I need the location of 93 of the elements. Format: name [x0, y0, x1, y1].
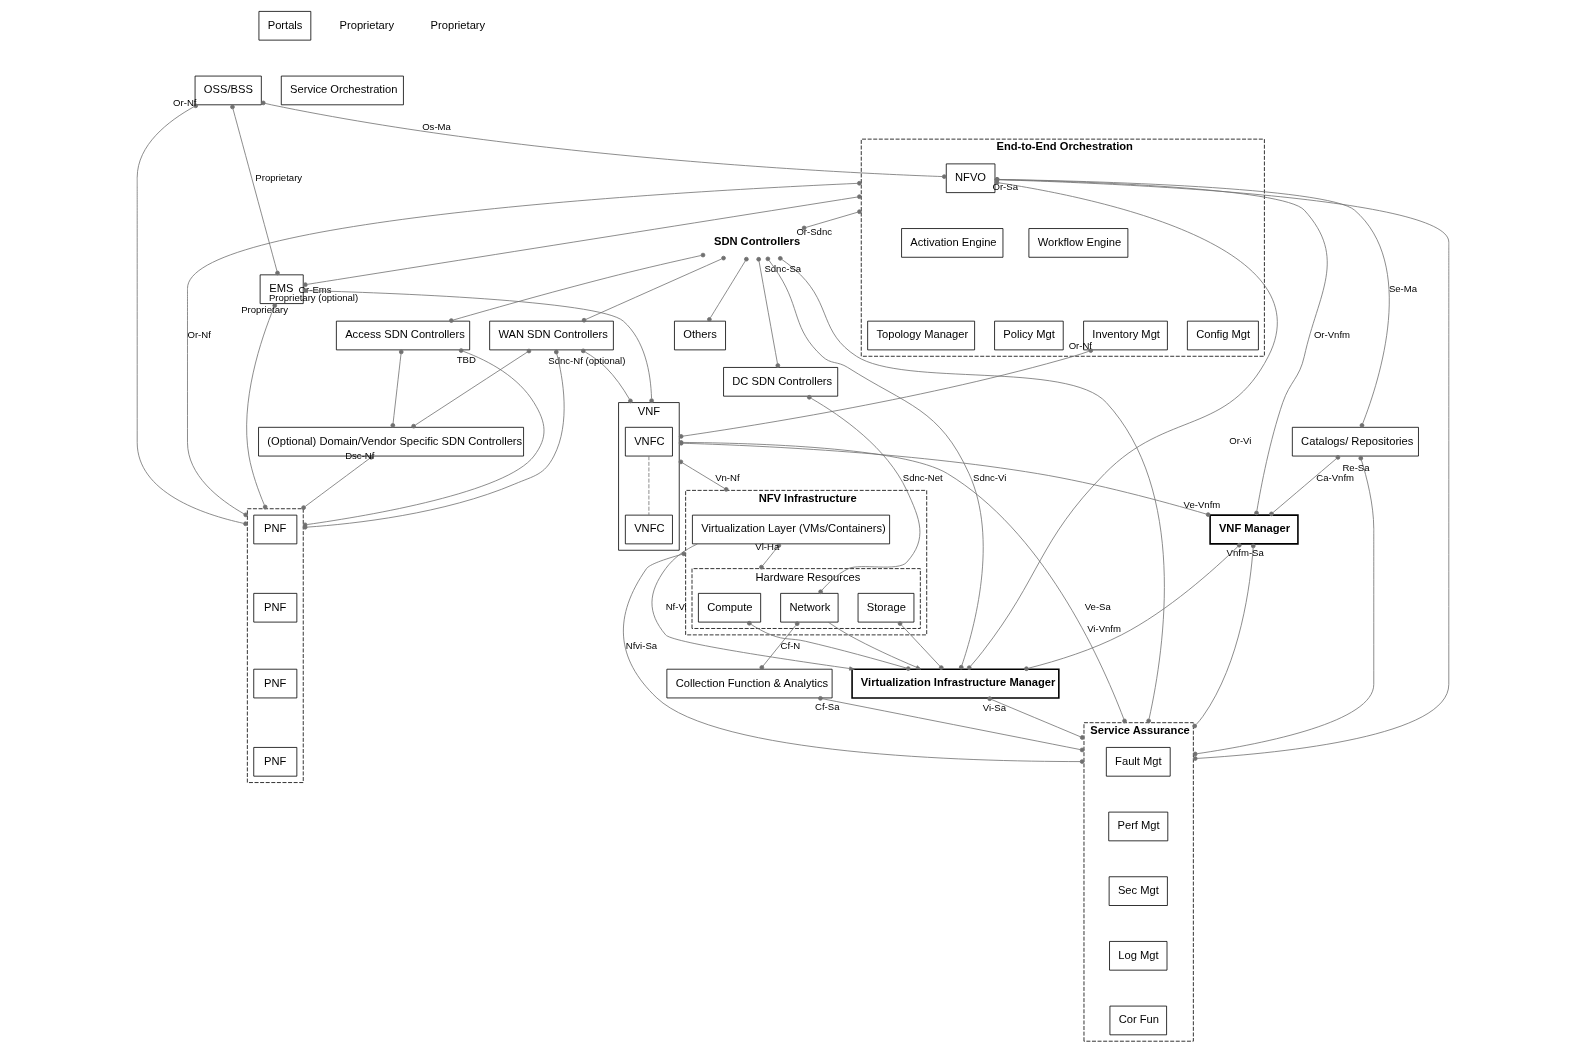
edge-label: Or-Nf [172, 96, 196, 108]
node-box: PNF [252, 668, 297, 699]
connector [302, 288, 654, 403]
edge-label: Vi-Sa [982, 702, 1006, 714]
edge-label: Sdnc-Nf (optional) [547, 354, 625, 366]
connector [302, 194, 862, 287]
connector [581, 255, 726, 323]
connector [390, 349, 404, 428]
connector [186, 180, 862, 518]
connector [1023, 542, 1242, 672]
node-box: Compute [697, 592, 761, 623]
node-box: Catalogs/ Repositories [1291, 426, 1419, 457]
connector [994, 177, 1449, 761]
connector [622, 551, 1084, 764]
connector [817, 696, 1084, 753]
node-box: Others [673, 320, 726, 351]
node-box: VNFC [624, 426, 673, 457]
connector [801, 209, 862, 231]
edge-label: Vnfm-Sa [1226, 547, 1264, 559]
node-box: Policy Mgt [993, 320, 1064, 351]
connector [245, 303, 277, 510]
edge-label: Or-Nf [186, 328, 211, 340]
label: Proprietary [339, 18, 394, 31]
edge-label: Or-Vnfm [1313, 328, 1350, 340]
node-box: Network [779, 592, 838, 623]
node-box: DC SDN Controllers [722, 367, 838, 397]
connector [448, 252, 705, 323]
edge-label: Sdnc-Vi [972, 472, 1006, 484]
node-box: Sec Mgt [1108, 876, 1168, 906]
connector [758, 543, 781, 570]
edge-label: Proprietary [240, 304, 288, 316]
connector [1191, 543, 1256, 729]
edge-label: Se-Ma [1388, 282, 1417, 294]
node-box: Activation Engine [900, 228, 1003, 258]
connector [410, 348, 531, 429]
node-box: Storage [857, 592, 914, 623]
connector [746, 620, 911, 671]
node-box: Perf Mgt [1107, 811, 1168, 842]
edge-label: Or-Sdnc [795, 226, 832, 238]
connector [1268, 455, 1340, 517]
edge-label: Vi-Vnfm [1086, 623, 1121, 635]
edge-label: Ca-Vnfm [1315, 472, 1354, 484]
node-box: Topology Manager [866, 320, 975, 351]
edge-label: Proprietary [254, 171, 302, 183]
connector [994, 177, 1328, 516]
edge-label: Cf-N [780, 639, 800, 651]
node-text: SDN Controllers [713, 235, 800, 248]
connector [966, 180, 1277, 670]
edge-label: Ve-Vnfm [1183, 498, 1220, 510]
connector [648, 455, 649, 516]
node-box: PNF [252, 592, 297, 623]
connector [260, 100, 947, 179]
connector [994, 177, 1390, 428]
edge-label: Nfvi-Sa [625, 639, 657, 651]
node-box: Log Mgt [1108, 941, 1167, 971]
node-box: VNF Manager [1208, 514, 1299, 545]
node-box: WAN SDN Controllers [488, 320, 614, 351]
connector [1192, 455, 1374, 757]
connector [229, 104, 280, 276]
node-box: Fault Mgt [1105, 747, 1171, 777]
connector [759, 621, 799, 670]
connector [777, 256, 1165, 724]
edge-label: Re-Sa [1341, 461, 1370, 473]
connector [986, 696, 1085, 740]
edge-label: TBD [456, 353, 476, 365]
connector [755, 256, 780, 368]
node-box: Cor Fun [1109, 1005, 1167, 1036]
cluster [246, 508, 304, 783]
edge-label: Sdnc-Net [902, 472, 943, 484]
node-box: Workflow Engine [1028, 228, 1128, 258]
edge-label: Os-Ma [421, 121, 451, 133]
arrow [651, 543, 855, 671]
arrow [827, 621, 921, 670]
node-box: Portals [258, 11, 311, 41]
connector [706, 256, 749, 322]
edge-label: Cf-Sa [814, 700, 839, 712]
edge-label: Or-Vi [1228, 435, 1251, 447]
node-box: Service Orchestration [280, 75, 404, 106]
label: Proprietary [430, 18, 485, 31]
connector [580, 348, 633, 404]
connector [806, 394, 920, 595]
connector [678, 348, 1093, 439]
connector [678, 459, 729, 492]
connector [765, 256, 984, 670]
edge-label: Nf-Vi [665, 601, 687, 613]
node-box: VNFC [624, 514, 673, 545]
node-box: PNF [252, 514, 297, 545]
edge-label: Ve-Sa [1084, 601, 1111, 613]
edge-label: Sdnc-Sa [763, 262, 801, 274]
node-box: Config Mgt [1186, 320, 1259, 351]
edge-label: Vn-Nf [714, 472, 740, 484]
node-box: PNF [252, 747, 297, 777]
connector [897, 621, 944, 670]
